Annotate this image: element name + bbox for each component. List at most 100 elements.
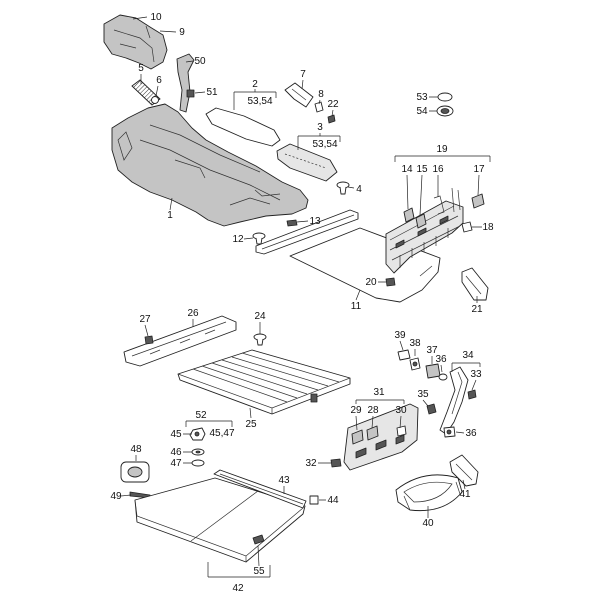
part-42-floor-cover-edge [134, 490, 304, 562]
callout-14: 14 [401, 164, 413, 175]
part-48-rubber-mount-center [127, 466, 143, 478]
callout-9: 9 [179, 27, 185, 38]
callout-51: 51 [206, 87, 218, 98]
callout-7: 7 [300, 69, 306, 80]
callout-42: 42 [232, 583, 244, 594]
part-22-nut [327, 114, 336, 124]
part-14-pad [403, 207, 415, 223]
callout-27: 27 [139, 314, 151, 325]
part-17-pad [471, 193, 485, 209]
part-16-rod [433, 195, 445, 215]
part-43-rail-detail [219, 473, 304, 505]
part-42-floor-cover [134, 477, 306, 563]
part-55-clip [252, 534, 265, 545]
callout-50: 50 [194, 56, 206, 67]
callout-32: 32 [305, 458, 317, 469]
part-33-bolt [467, 389, 477, 400]
callout-17: 17 [473, 164, 485, 175]
callout-41: 41 [459, 489, 471, 500]
callout-53: 53 [416, 92, 428, 103]
part-3-pad [276, 143, 338, 182]
callout-11: 11 [351, 301, 362, 312]
part-45-bolt-center [194, 431, 200, 437]
callout-18: 18 [482, 222, 494, 233]
part-11-floor-panel-detail [261, 214, 433, 277]
callout-45-47: 45,47 [209, 428, 234, 439]
part-36-bolt-center [446, 429, 452, 435]
callout-20: 20 [365, 277, 377, 288]
part-20-screw [385, 277, 396, 287]
callout-35: 35 [417, 389, 429, 400]
part-21-pad-detail [465, 275, 482, 295]
callout-47: 47 [170, 458, 182, 469]
part-41-pad-detail [455, 463, 473, 481]
callout-25: 25 [245, 419, 257, 430]
callout-24: 24 [254, 311, 266, 322]
part-21-pad [461, 267, 489, 301]
part-47-washer [191, 459, 205, 467]
part-4-clip-stem [339, 186, 347, 195]
part-25-clip [310, 393, 318, 403]
part-15-pad [415, 213, 427, 229]
callout-16: 16 [432, 164, 444, 175]
callout-39: 39 [394, 330, 406, 341]
middle-assembly [123, 315, 477, 471]
part-38-bushing-center [412, 361, 418, 367]
lower-assembly [120, 427, 479, 563]
part-13-screw [286, 219, 298, 227]
callout-10: 10 [150, 12, 162, 23]
part-12-clip-stem [255, 237, 263, 245]
part-10-bracket-detail [113, 25, 155, 63]
part-34-bracket-detail [451, 371, 463, 415]
callout-40: 40 [422, 518, 434, 529]
callout-49: 49 [110, 491, 122, 502]
callout-22: 22 [327, 99, 339, 110]
part-46-washer-hole [195, 450, 201, 454]
callout-21: 21 [471, 304, 483, 315]
callout-1: 1 [167, 210, 173, 221]
part-6-clip [151, 96, 159, 104]
callout-31: 31 [373, 387, 385, 398]
callout-3: 3 [317, 122, 323, 133]
callout-43: 43 [278, 475, 290, 486]
part-24-clip-stem [256, 338, 264, 346]
callout-12: 12 [232, 234, 244, 245]
callouts-middle: 27 26 24 25 39 38 37 36 34 33 35 36 31 2… [139, 308, 482, 469]
callout-52: 52 [195, 410, 207, 421]
part-44-clip [309, 495, 319, 505]
part-1-floor-insulation-detail [117, 124, 281, 206]
part-54-grommet-center [440, 108, 450, 114]
part-25-floor-board-edge [177, 373, 351, 414]
part-1-floor-insulation [111, 103, 309, 227]
callout-54: 54 [416, 106, 428, 117]
callout-44: 44 [327, 495, 339, 506]
callout-26: 26 [187, 308, 199, 319]
part-32-bolt [330, 458, 342, 468]
part-39-clip [397, 349, 411, 361]
part-18-clip [461, 221, 473, 233]
part-27-bolt [144, 335, 154, 345]
callout-37: 37 [426, 345, 438, 356]
part-19-rail-slots [395, 215, 449, 249]
part-7-pad [284, 82, 314, 108]
part-31-bracket-slots [355, 434, 405, 459]
part-3-pad-detail [284, 153, 327, 169]
part-35-screw [426, 403, 437, 415]
part-40-tray [395, 474, 463, 512]
part-26-rail-detail [131, 321, 227, 357]
callout-46: 46 [170, 447, 182, 458]
part-30-clip [396, 425, 407, 437]
callout-30: 30 [395, 405, 407, 416]
callout-29: 29 [350, 405, 362, 416]
callout-48: 48 [130, 444, 142, 455]
part-40-tray-detail [403, 481, 461, 511]
callout-8: 8 [318, 89, 324, 100]
part-2-pad [205, 107, 281, 147]
callout-5: 5 [138, 63, 144, 74]
callout-2: 2 [252, 79, 258, 90]
upper-assembly [103, 14, 489, 303]
callout-36-b: 36 [465, 428, 477, 439]
part-43-rail [213, 469, 307, 509]
part-25-floor-board-ribs [192, 352, 340, 403]
